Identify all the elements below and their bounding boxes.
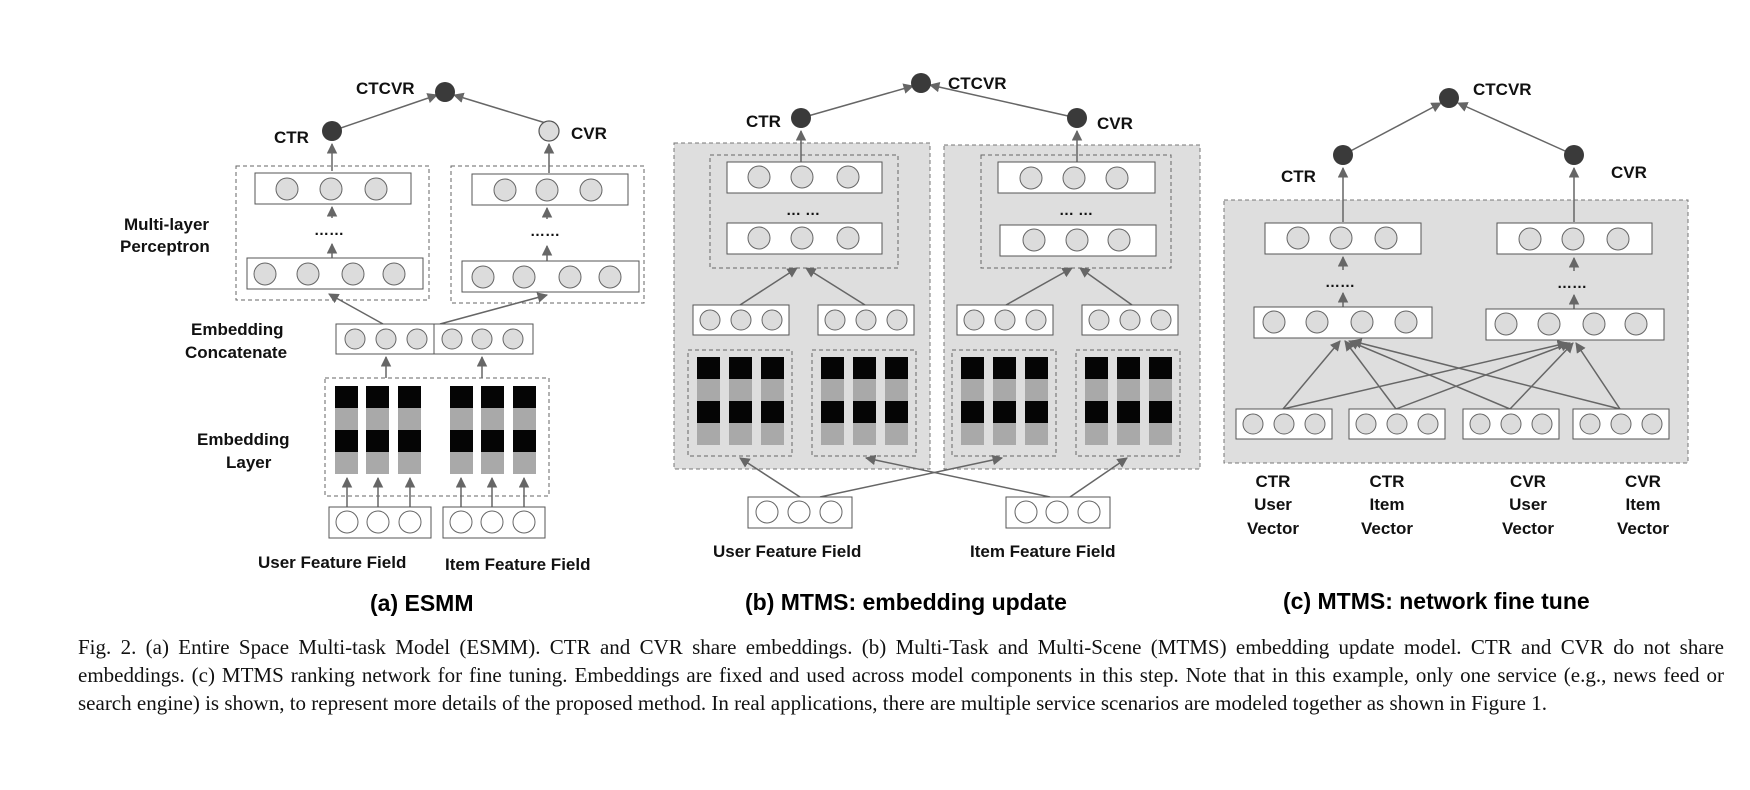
cvr-label: CVR [1611,163,1647,182]
embedding-label-line2: Layer [226,453,272,472]
user-feature-field-label: User Feature Field [258,553,406,572]
ctr-label: CTR [746,112,781,131]
panel-a-subtitle: (a) ESMM [370,590,474,616]
cvr-node [538,120,560,142]
vector-label-3-line2: User [1509,495,1547,514]
cvr-mlp-ellipsis: … … [1059,202,1093,219]
ctr-label: CTR [1281,167,1316,186]
panel-b-mtms-embedding-update: CTCVR CTR CVR … … … … [673,73,1201,615]
mlp-label-line1: Multi-layer [124,215,209,234]
vector-label-4-line1: CVR [1625,472,1661,491]
vector-label-1-line2: User [1254,495,1292,514]
panel-a-esmm: CTCVR CTR CVR …… …… Multi-layer P [120,79,645,616]
ctcvr-node [911,73,931,93]
vector-label-1-line3: Vector [1247,519,1299,538]
embedding-columns [335,386,536,474]
cvr-node [1067,108,1087,128]
vector-label-2-line2: Item [1370,495,1405,514]
item-feature-field-label: Item Feature Field [445,555,590,574]
concat-label-line2: Concatenate [185,343,287,362]
ctcvr-node [435,82,455,102]
ctr-label: CTR [274,128,309,147]
ctcvr-label: CTCVR [948,74,1007,93]
ctr-mlp-ellipsis: … … [786,202,820,219]
vector-label-3-line3: Vector [1502,519,1554,538]
item-feature-field-label: Item Feature Field [970,542,1115,561]
user-feature-field-label: User Feature Field [713,542,861,561]
vector-label-2-line1: CTR [1370,472,1405,491]
panel-c-subtitle: (c) MTMS: network fine tune [1283,588,1590,614]
ctr-node [791,108,811,128]
cvr-label: CVR [1097,114,1133,133]
cvr-label: CVR [571,124,607,143]
embedding-layer-box [324,377,550,497]
embedding-blocks [687,349,1181,457]
ctr-mlp-ellipsis: …… [314,222,344,239]
figure-caption: Fig. 2. (a) Entire Space Multi-task Mode… [78,635,1724,715]
vector-label-4-line2: Item [1626,495,1661,514]
embedding-label-line1: Embedding [197,430,290,449]
vector-label-4-line3: Vector [1617,519,1669,538]
cvr-mlp-ellipsis: …… [1557,275,1587,292]
vector-label-2-line3: Vector [1361,519,1413,538]
concat-label-line1: Embedding [191,320,284,339]
ctcvr-node [1439,88,1459,108]
cvr-mlp-ellipsis: …… [530,223,560,240]
vector-label-1-line1: CTR [1256,472,1291,491]
ctr-node [1333,145,1353,165]
vector-label-3-line1: CVR [1510,472,1546,491]
panel-c-mtms-network-fine-tune: CTCVR CTR CVR …… …… [1223,80,1689,614]
ctr-mlp-ellipsis: …… [1325,274,1355,291]
panel-b-subtitle: (b) MTMS: embedding update [745,589,1067,615]
figure-diagram: CTCVR CTR CVR …… …… Multi-layer P [120,73,1689,616]
ctr-node [322,121,342,141]
cvr-mlp-dashed-box [450,165,645,304]
ctcvr-label: CTCVR [356,79,415,98]
ctcvr-label: CTCVR [1473,80,1532,99]
cvr-node [1564,145,1584,165]
mlp-label-line2: Perceptron [120,237,210,256]
